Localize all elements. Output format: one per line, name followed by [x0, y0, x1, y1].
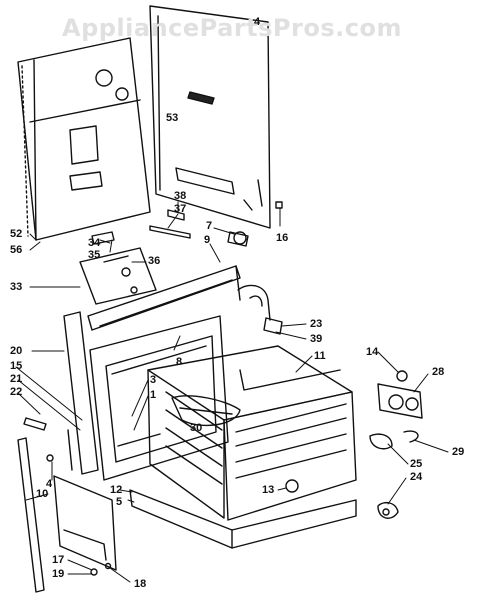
oven-cavity [147, 345, 357, 521]
right-parts [369, 370, 423, 519]
hinge-assembly [17, 437, 117, 593]
screw [275, 201, 283, 209]
callout-label: 53 [166, 112, 179, 124]
callout-label: 36 [148, 255, 161, 267]
callout-label: 29 [452, 446, 465, 458]
bottom-plate [129, 489, 357, 549]
callout-label: 9 [204, 234, 211, 246]
callout-label: 24 [410, 471, 423, 483]
callout-label: 22 [10, 386, 23, 398]
callout-label: 28 [432, 366, 445, 378]
rivet [285, 479, 299, 493]
side-panel [149, 5, 271, 229]
leader-lines [15, 201, 449, 583]
callout-label: 14 [366, 346, 379, 358]
callout-label: 4 [46, 478, 53, 490]
top-frame [87, 265, 241, 331]
terminal-block [187, 91, 215, 105]
callout-label: 39 [310, 333, 323, 345]
callout-label: 17 [52, 554, 65, 566]
front-frame [63, 311, 229, 481]
callout-label: 21 [10, 373, 23, 385]
callout-label: 38 [174, 190, 187, 202]
callout-label: 12 [110, 484, 123, 496]
callout-label: 18 [134, 578, 147, 590]
callout-label: 19 [52, 568, 65, 580]
callout-label: 5 [116, 496, 123, 508]
callout-label: 10 [36, 488, 49, 500]
knob [227, 231, 249, 247]
callout-label: 13 [262, 484, 275, 496]
callout-label: 56 [10, 244, 23, 256]
rear-panel [17, 37, 151, 241]
callout-label: 20 [10, 345, 23, 357]
callout-label: 25 [410, 458, 423, 470]
callout-label: 1 [150, 389, 157, 401]
callout-label: 3 [150, 374, 157, 386]
callout-label: 15 [10, 360, 23, 372]
bracket-parts [149, 209, 191, 239]
callout-label: 33 [10, 281, 23, 293]
callout-label: 8 [176, 356, 183, 368]
callout-label: 34 [88, 237, 101, 249]
vent-duct [237, 284, 283, 335]
callout-label: 16 [276, 232, 289, 244]
callout-label: 37 [174, 203, 187, 215]
callout-label: 35 [88, 249, 101, 261]
callout-label: 23 [310, 318, 323, 330]
callout-label: 11 [314, 350, 326, 362]
watermark: AppliancePartsPros.com [62, 14, 402, 42]
control-bracket [79, 231, 157, 305]
callout-label: 4 [254, 16, 261, 28]
callout-label: 52 [10, 228, 23, 240]
callout-label: 7 [206, 220, 213, 232]
callout-label: 30 [190, 422, 203, 434]
small-parts-left [23, 417, 73, 471]
